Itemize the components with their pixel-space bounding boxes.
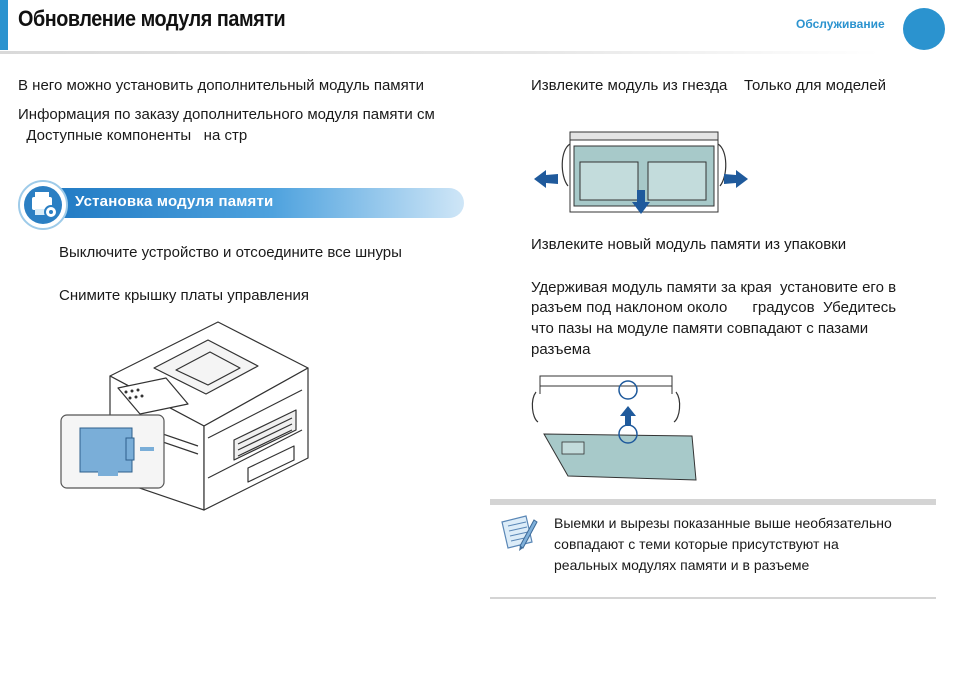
- arrow-right-icon: [724, 170, 748, 188]
- intro-paragraph-2-line-1: Информация по заказу дополнительного мод…: [18, 106, 435, 123]
- arrow-down-icon: [632, 190, 650, 214]
- intro-paragraph-2-line-2: Доступные компоненты на стр: [18, 127, 248, 144]
- note-line-1: Выемки и вырезы показанные выше необязат…: [554, 515, 892, 531]
- printer-settings-icon: [18, 180, 68, 230]
- step-5-line-4: разъема: [531, 341, 591, 358]
- page-title: Обновление модуля памяти: [18, 6, 286, 31]
- step-5-line-3: что пазы на модуле памяти совпадают с па…: [531, 320, 869, 337]
- intro-paragraph-1: В него можно установить дополнительный м…: [18, 77, 424, 94]
- note-line-3: реальных модулях памяти и в разъеме: [554, 557, 810, 573]
- step-5-line-1: Удерживая модуль памяти за края установи…: [531, 279, 897, 296]
- section-label[interactable]: Обслуживание: [796, 17, 885, 31]
- step-2-text: Снимите крышку платы управления: [59, 287, 310, 304]
- memory-insert-illustration: [531, 375, 697, 481]
- subsection-banner-bar: [38, 188, 464, 218]
- header-divider: [0, 51, 880, 54]
- header-accent-bar: [0, 0, 8, 50]
- subsection-banner: Установка модуля памяти: [18, 180, 464, 230]
- step-3-text: Извлеките модуль из гнезда Только для мо…: [531, 77, 887, 94]
- step-1-text: Выключите устройство и отсоедините все ш…: [59, 244, 402, 261]
- page-marker-circle: [903, 8, 945, 50]
- step-5-line-2: разъем под наклоном около градусов Убеди…: [531, 299, 897, 316]
- arrow-left-icon: [534, 170, 558, 188]
- step-4-text: Извлеките новый модуль памяти из упаковк…: [531, 236, 847, 253]
- memory-removal-illustration: [534, 131, 748, 214]
- control-board-cover-inset: [60, 414, 165, 489]
- note-line-2: совпадают с теми которые присутствуют на: [554, 536, 839, 552]
- note-pencil-icon: [501, 515, 538, 551]
- note-text: Выемки и вырезы показанные выше необязат…: [554, 513, 939, 576]
- note-box: [490, 499, 936, 599]
- arrow-up-icon: [620, 406, 636, 426]
- subsection-title: Установка модуля памяти: [75, 193, 274, 210]
